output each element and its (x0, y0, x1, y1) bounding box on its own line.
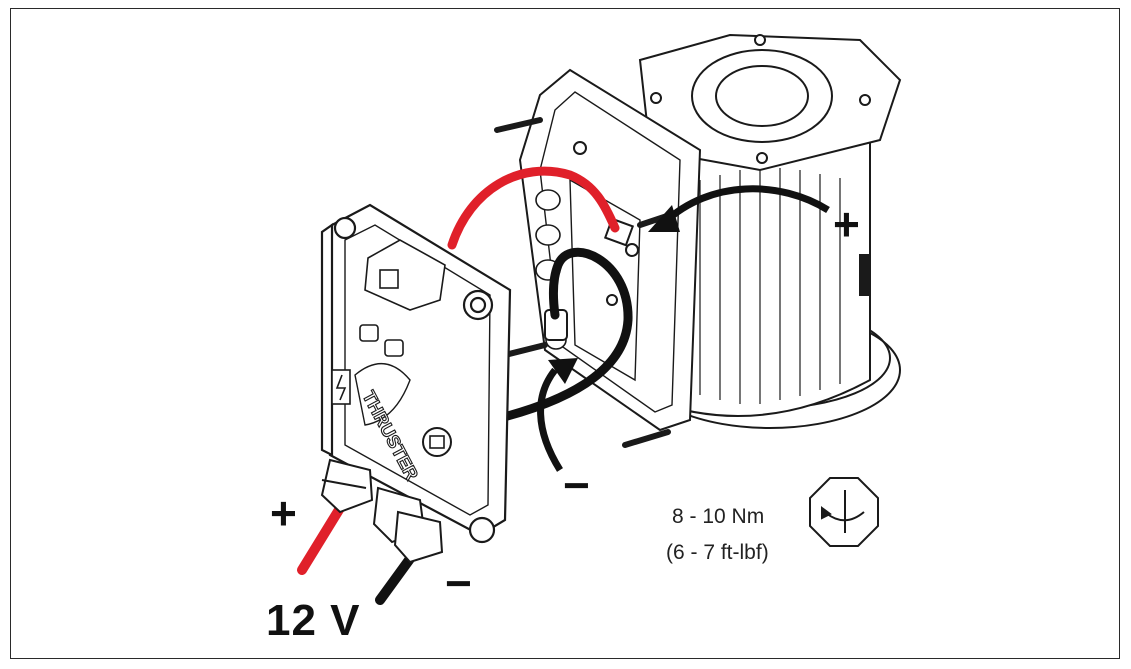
positive-cable-internal (447, 166, 620, 250)
torque-imperial-label: (6 - 7 ft-lbf) (666, 541, 769, 564)
figure-frame (10, 8, 1120, 659)
controller-box (320, 203, 512, 544)
motor-negative-label: − (563, 459, 590, 511)
supply-negative-label: − (445, 557, 472, 609)
voltage-label: 12 V (266, 596, 361, 645)
torque-wrench-icon (809, 477, 879, 547)
negative-cable-internal (495, 247, 633, 423)
thruster-motor (638, 33, 902, 429)
positive-connection-arrow (662, 185, 830, 225)
supply-positive-label: + (270, 487, 297, 539)
lightning-warning-icon (331, 369, 351, 405)
positive-supply-cable (297, 495, 350, 575)
torque-metric-label: 8 - 10 Nm (672, 505, 765, 528)
cable-glands (320, 458, 444, 564)
brand-logo-icon (422, 427, 452, 457)
negative-connection-arrow (537, 367, 563, 472)
motor-positive-label: + (833, 198, 860, 250)
